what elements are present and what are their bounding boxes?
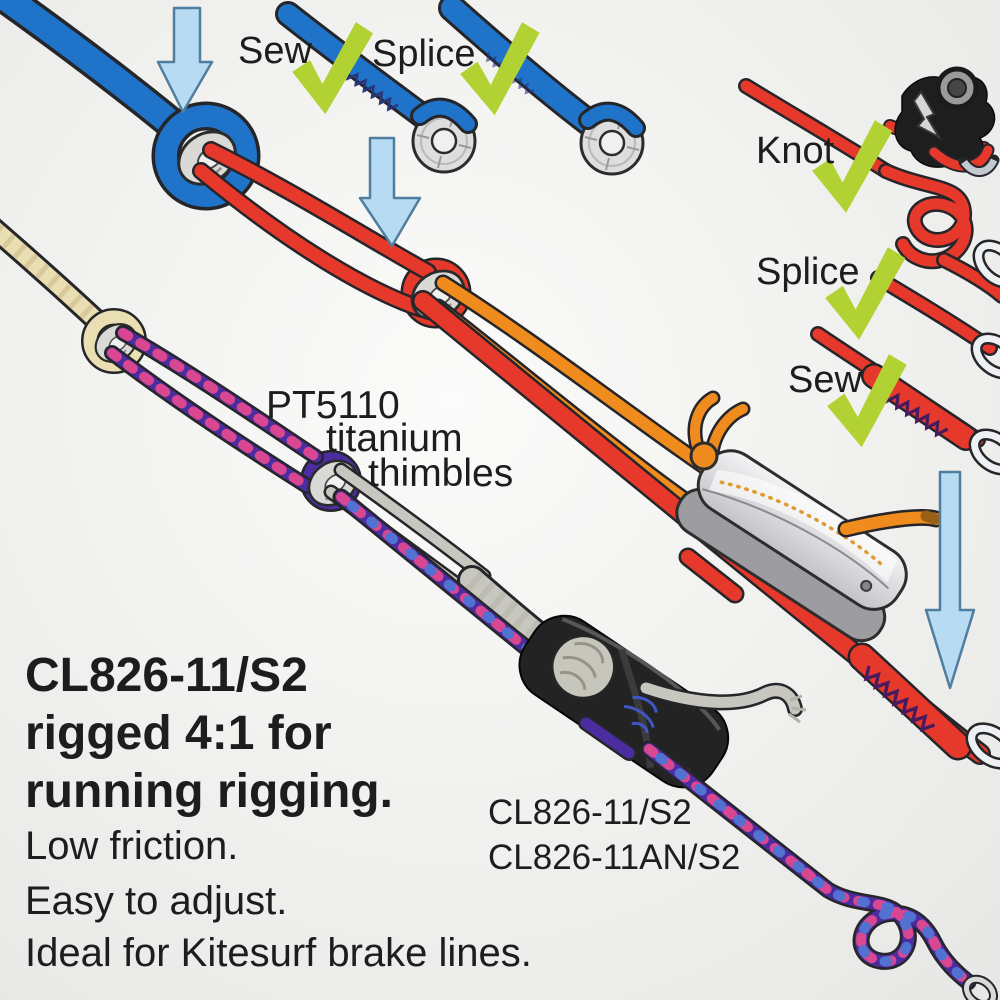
screw-icon xyxy=(860,579,873,592)
purple-rope-through-cleat xyxy=(580,717,635,759)
sew-demo-blue-rope xyxy=(275,1,478,174)
label-sew-right: Sew xyxy=(788,359,862,401)
thimble-note-line3: thimbles xyxy=(368,452,513,495)
orange-tail xyxy=(837,509,945,538)
link-icon xyxy=(972,239,1000,289)
blue-rope xyxy=(0,0,185,137)
blue-eye-loop xyxy=(155,105,257,207)
link-icon xyxy=(968,428,1000,476)
black-cleat xyxy=(518,614,730,789)
purple-tail-knot xyxy=(640,740,998,1000)
purple-loop xyxy=(104,325,362,512)
mini-cleat xyxy=(883,66,1000,177)
heading-line1: CL826-11/S2 xyxy=(25,649,308,702)
thimble-note-line1: PT5110 xyxy=(266,384,400,427)
clamcleat-logo xyxy=(623,695,658,734)
label-knot: Knot xyxy=(756,130,835,172)
label-splice-top: Splice xyxy=(372,33,476,75)
splice-demo-red-rope xyxy=(870,270,1000,380)
part-number-line2: CL826-11AN/S2 xyxy=(488,838,740,877)
feature-line1: Low friction. xyxy=(25,824,238,868)
down-arrow-icon xyxy=(924,470,976,690)
silver-cleat xyxy=(675,449,908,643)
ring-icon xyxy=(962,974,998,1000)
pointer-icon xyxy=(912,90,942,140)
sewn-splice xyxy=(850,645,970,758)
main-blue-line xyxy=(0,0,261,211)
down-arrow-icon xyxy=(358,136,422,248)
heading-line3: running rigging. xyxy=(25,765,393,818)
part-number-line1: CL826-11/S2 xyxy=(488,793,692,832)
grey-tail xyxy=(638,680,807,724)
label-sew-top: Sew xyxy=(238,30,312,72)
splice-demo-blue-rope xyxy=(438,0,646,176)
anchor-link-icon xyxy=(965,722,1000,770)
stitch-line xyxy=(719,480,886,569)
link-icon xyxy=(970,332,1000,380)
red-rope-through-cleat xyxy=(681,550,742,601)
thimble-note-line2: titanium xyxy=(326,417,463,460)
feature-line2: Easy to adjust. xyxy=(25,879,287,923)
red-rope xyxy=(204,143,435,279)
heading-line2: rigged 4:1 for xyxy=(25,707,332,760)
down-arrow-icon xyxy=(156,6,214,114)
label-splice-right: Splice xyxy=(756,251,860,293)
feature-line3: Ideal for Kitesurf brake lines. xyxy=(25,931,532,975)
orange-stopper-knot xyxy=(687,390,751,471)
